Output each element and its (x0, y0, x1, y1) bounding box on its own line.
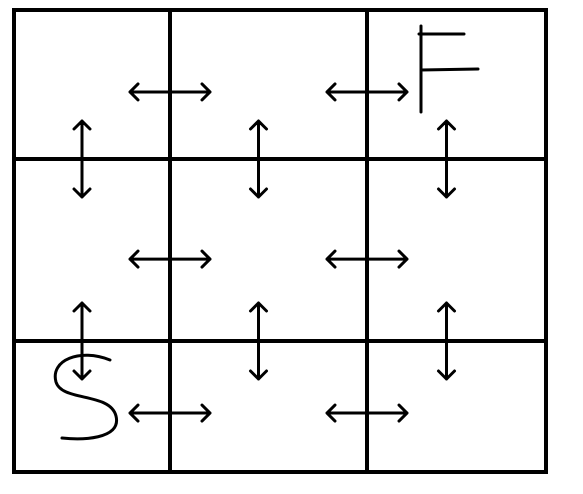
finish-label (417, 24, 480, 114)
double-arrow-vertical-icon (437, 301, 456, 381)
finish-f-glyph (417, 24, 480, 114)
start-label (53, 353, 118, 441)
double-arrow-horizontal-icon (128, 249, 212, 269)
double-arrow-horizontal-icon (128, 82, 212, 102)
double-arrow-vertical-icon (437, 119, 456, 199)
start-s-glyph (53, 353, 118, 441)
double-arrow-vertical-icon (72, 119, 92, 199)
double-arrow-vertical-icon (249, 301, 268, 381)
double-arrow-horizontal-icon (325, 82, 409, 102)
double-arrow-horizontal-icon (128, 403, 212, 423)
double-arrow-vertical-icon (72, 301, 92, 381)
double-arrow-vertical-icon (249, 119, 268, 199)
grid-frame (12, 8, 548, 474)
arrow-layer (72, 82, 456, 423)
double-arrow-horizontal-icon (325, 249, 409, 269)
double-arrow-horizontal-icon (325, 403, 409, 423)
